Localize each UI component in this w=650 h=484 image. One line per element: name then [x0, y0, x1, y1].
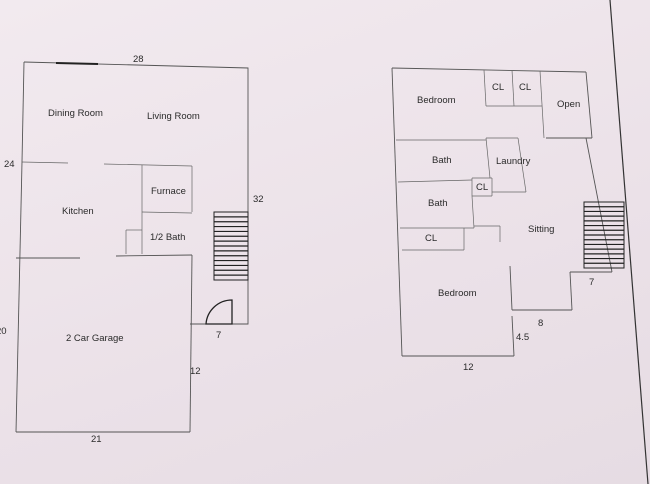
room-dining: Dining Room — [48, 108, 103, 119]
wall-cl2-right — [539, 70, 545, 139]
paper-edge — [609, 0, 649, 484]
wall-left-upper — [21, 61, 25, 163]
dim-top: 28 — [133, 54, 144, 65]
room-sitting: Sitting — [528, 224, 554, 235]
dim-left-upper: 24 — [4, 159, 15, 170]
wall-garage-right — [189, 254, 193, 433]
wall-laundry-right — [517, 137, 527, 193]
wall-right-upper — [585, 71, 593, 139]
wall-notch-side — [511, 315, 515, 357]
wall-cl1-left — [483, 69, 487, 107]
room-bedroom-bottom: Bedroom — [438, 288, 477, 299]
first-floor-outer-wall — [23, 61, 249, 325]
wall-left — [391, 67, 403, 357]
room-bath-2: Bath — [428, 198, 448, 209]
wall-laundry-left — [485, 137, 491, 179]
wall-cl-divider — [511, 69, 515, 107]
window-mark — [55, 62, 99, 65]
room-bath-1: Bath — [432, 155, 452, 166]
room-bedroom-top: Bedroom — [417, 95, 456, 106]
dim-bottom: 21 — [91, 434, 102, 445]
wall-bath2-right — [471, 195, 475, 229]
stair-treads — [214, 216, 248, 276]
dim-right: 32 — [253, 194, 264, 205]
wall-furnace-bottom — [141, 211, 193, 214]
room-furnace: Furnace — [151, 186, 186, 197]
wall-kitchen-top-left — [21, 161, 69, 164]
wall-notch-inner — [509, 265, 513, 311]
room-garage: 2 Car Garage — [66, 333, 124, 344]
wall-garage-top-right — [115, 254, 193, 257]
dim-right-2f: 7 — [589, 277, 594, 288]
dim-notch-width: 8 — [538, 318, 543, 329]
dim-stair-gap: 7 — [216, 330, 221, 341]
dim-left-lower: 20 — [0, 326, 7, 337]
wall-bath1-bottom — [397, 179, 473, 183]
wall-lower-right-side — [569, 271, 573, 311]
room-half-bath: 1/2 Bath — [150, 232, 185, 243]
dim-bottom-2f: 12 — [463, 362, 474, 373]
second-floor-plan: Bedroom CL CL Open Bath Laundry CL Bath … — [391, 67, 625, 373]
room-laundry: Laundry — [496, 156, 531, 167]
room-open: Open — [557, 99, 580, 110]
room-kitchen: Kitchen — [62, 206, 94, 217]
wall-left-lower — [15, 161, 23, 433]
stair-treads — [584, 206, 624, 264]
first-floor-plan: 28 24 32 20 7 12 21 Dining Room Living R… — [0, 54, 264, 445]
wall-kitchen-top-right — [103, 163, 193, 167]
dim-notch-depth: 4.5 — [516, 332, 529, 343]
room-living: Living Room — [147, 111, 200, 122]
room-closet-laundry: CL — [476, 182, 488, 193]
wall-top — [391, 67, 587, 73]
door-swing — [205, 299, 233, 325]
wall-right-diag — [585, 137, 613, 273]
room-closet-1: CL — [492, 82, 504, 93]
room-closet-2: CL — [519, 82, 531, 93]
room-closet-bath: CL — [425, 233, 437, 244]
dim-garage-side: 12 — [190, 366, 201, 377]
